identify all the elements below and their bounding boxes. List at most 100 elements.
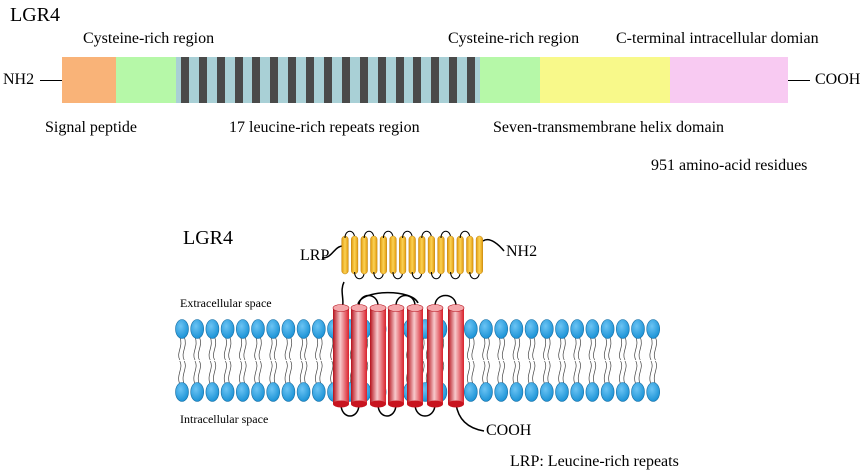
lrr-stripe bbox=[252, 57, 261, 103]
lipid-head-upper bbox=[585, 319, 600, 339]
lipid-tail bbox=[243, 360, 247, 385]
lipid-tail bbox=[573, 336, 577, 361]
helix-cooh-label: COOH bbox=[486, 422, 532, 439]
lipid-tail bbox=[501, 336, 505, 361]
lipid-head-upper bbox=[205, 319, 220, 339]
lipid-tail bbox=[258, 360, 262, 385]
lipid-tail bbox=[208, 360, 212, 385]
helix-body bbox=[427, 308, 443, 404]
lrp-repeat bbox=[360, 235, 368, 275]
lrp-repeat bbox=[418, 235, 426, 275]
lipid-tail bbox=[623, 360, 627, 385]
lipid-tail bbox=[547, 336, 551, 361]
lipid-head-lower bbox=[311, 382, 326, 402]
lipid-tail bbox=[527, 360, 531, 385]
lipid-head-upper bbox=[509, 319, 524, 339]
lipid-head-upper bbox=[251, 319, 265, 339]
lrp-repeat bbox=[351, 235, 359, 275]
helix-cylinder bbox=[369, 304, 387, 408]
extracellular-loop bbox=[357, 291, 419, 305]
helix-body bbox=[407, 308, 423, 404]
helix-bottom bbox=[448, 400, 464, 408]
lrp-domain bbox=[321, 230, 505, 280]
helix-top bbox=[447, 304, 465, 312]
intracellular-space-label: Intracellular space bbox=[180, 412, 269, 426]
lipid-tail bbox=[532, 336, 536, 361]
lipid-tail bbox=[330, 336, 334, 361]
lipid-tail bbox=[558, 360, 562, 385]
helix-cylinder bbox=[447, 304, 465, 408]
lipid-tail bbox=[638, 360, 642, 385]
lipid-head-upper bbox=[296, 319, 311, 339]
lipid-tail bbox=[299, 336, 303, 361]
c-terminal-segment bbox=[670, 57, 788, 103]
lipid-tail bbox=[254, 360, 258, 385]
lipid-head-upper bbox=[600, 319, 615, 339]
helix-top bbox=[332, 304, 350, 312]
helix-top bbox=[369, 304, 387, 312]
lipid-tail bbox=[269, 360, 273, 385]
lipid-tail bbox=[243, 336, 247, 361]
lipid-tail bbox=[197, 360, 201, 385]
transmembrane-helices bbox=[332, 304, 465, 408]
lrp-footnote: LRP: Leucine-rich repeats bbox=[510, 453, 679, 470]
cooh-terminal-label: COOH bbox=[815, 71, 861, 88]
lipid-tail bbox=[319, 336, 323, 361]
lipid-head-upper bbox=[539, 319, 554, 339]
bottom-title: LGR4 bbox=[183, 227, 233, 249]
lipid-tail bbox=[638, 336, 642, 361]
lrp-link bbox=[321, 245, 344, 259]
lipid-head-upper bbox=[615, 319, 630, 339]
lrr-stripe bbox=[288, 57, 297, 103]
lrp-repeat bbox=[379, 235, 387, 275]
lipid-tail bbox=[573, 360, 577, 385]
intracellular-loop bbox=[377, 403, 397, 417]
lrp-nh2-label: NH2 bbox=[506, 243, 538, 260]
cooh-tail-line bbox=[788, 80, 810, 81]
lipid-head-lower bbox=[175, 382, 189, 402]
helix-cylinder bbox=[350, 304, 368, 408]
lipid-head-lower bbox=[205, 382, 220, 402]
cysteine-rich-label-n: Cysteine-rich region bbox=[83, 30, 215, 47]
lipid-tail bbox=[467, 336, 471, 361]
lipid-head-upper bbox=[236, 319, 250, 339]
lipid-tail bbox=[577, 336, 581, 361]
lipid-tail bbox=[623, 336, 627, 361]
helix-cylinder bbox=[387, 304, 405, 408]
lipid-tail bbox=[512, 336, 516, 361]
cysteine-rich-label-c: Cysteine-rich region bbox=[448, 30, 580, 47]
lipid-tail bbox=[543, 336, 547, 361]
lrp-repeat bbox=[399, 235, 407, 275]
lipid-tail bbox=[284, 336, 288, 361]
nh2-tail-line bbox=[40, 80, 62, 81]
lrr-stripe bbox=[234, 57, 243, 103]
helix-cylinder bbox=[426, 304, 444, 408]
lipid-tail bbox=[228, 336, 232, 361]
seven-tm-segment bbox=[540, 57, 670, 103]
seven-tm-label: Seven-transmembrane helix domain bbox=[493, 119, 725, 136]
lipid-tail bbox=[182, 360, 186, 385]
lipid-head-lower bbox=[220, 382, 235, 402]
lipid-tail bbox=[178, 336, 182, 361]
lipid-tail bbox=[588, 336, 592, 361]
lipid-head-upper bbox=[479, 319, 493, 339]
lipid-tail bbox=[269, 336, 273, 361]
lipid-head-lower bbox=[615, 382, 630, 402]
lipid-tail bbox=[254, 336, 258, 361]
lipid-tail bbox=[608, 360, 612, 385]
lipid-tail bbox=[273, 360, 277, 385]
lipid-tail bbox=[178, 360, 182, 385]
lrr-stripe bbox=[359, 57, 368, 103]
lrr-label: 17 leucine-rich repeats region bbox=[229, 119, 420, 136]
c-terminal-label: C-terminal intracellular domian bbox=[616, 30, 819, 47]
helix-body bbox=[388, 308, 404, 404]
lrr-stripe bbox=[341, 57, 350, 103]
lrp-repeat bbox=[408, 235, 416, 275]
helix-body bbox=[370, 308, 386, 404]
lipid-tail bbox=[486, 360, 490, 385]
lrp-repeat bbox=[437, 235, 445, 275]
lrr-stripe bbox=[306, 57, 315, 103]
lipid-head-upper bbox=[494, 319, 509, 339]
lipid-head-upper bbox=[631, 319, 645, 339]
lipid-tail bbox=[577, 360, 581, 385]
